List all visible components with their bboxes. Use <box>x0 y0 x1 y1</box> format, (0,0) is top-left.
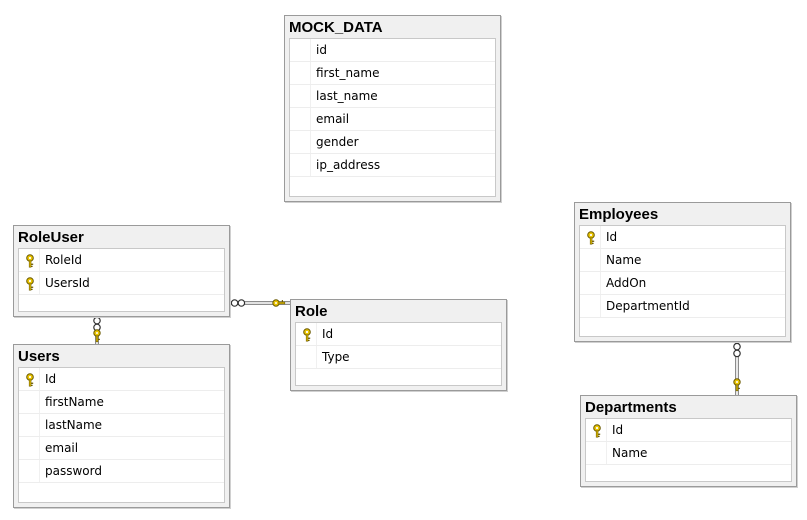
many-end-infinity-icon <box>93 316 101 332</box>
column-name: Id <box>322 327 334 341</box>
column-name: RoleId <box>45 253 83 267</box>
column-row[interactable]: gender <box>290 131 495 154</box>
row-selector <box>19 460 40 482</box>
many-end-infinity-icon <box>733 342 741 358</box>
column-list: id first_name last_name email gender ip_… <box>289 38 496 197</box>
table-roleuser[interactable]: RoleUser RoleId UsersId <box>13 225 230 317</box>
column-list: Id Name <box>585 418 792 482</box>
column-name: gender <box>316 135 359 149</box>
row-selector <box>580 249 601 271</box>
column-row[interactable]: first_name <box>290 62 495 85</box>
column-row[interactable]: Id <box>580 226 785 249</box>
table-departments[interactable]: Departments Id Name <box>580 395 797 487</box>
row-selector <box>580 272 601 294</box>
row-selector <box>19 272 40 294</box>
row-selector <box>19 391 40 413</box>
column-name: Id <box>606 230 618 244</box>
row-selector <box>296 346 317 368</box>
column-name: first_name <box>316 66 380 80</box>
column-name: lastName <box>45 418 103 432</box>
primary-key-icon <box>302 327 314 342</box>
primary-key-icon <box>25 253 37 268</box>
column-row[interactable]: id <box>290 39 495 62</box>
column-name: ip_address <box>316 158 381 172</box>
column-row[interactable]: Name <box>586 442 791 465</box>
column-row[interactable]: Type <box>296 346 501 369</box>
column-list: Id Name AddOn DepartmentId <box>579 225 786 337</box>
row-selector <box>290 39 311 61</box>
primary-key-icon <box>592 423 604 438</box>
row-selector <box>19 368 40 390</box>
column-name: password <box>45 464 102 478</box>
column-name: Name <box>612 446 648 460</box>
column-name: Id <box>612 423 624 437</box>
one-end-key-icon <box>272 299 286 307</box>
column-name: AddOn <box>606 276 647 290</box>
one-end-key-icon <box>733 378 741 392</box>
table-title: Departments <box>585 399 677 416</box>
row-selector <box>586 419 607 441</box>
column-row[interactable]: Id <box>296 323 501 346</box>
column-list: Id firstName lastName email password <box>18 367 225 503</box>
table-title: RoleUser <box>18 229 84 246</box>
table-title: Employees <box>579 206 659 223</box>
row-selector <box>290 85 311 107</box>
column-row[interactable]: Id <box>586 419 791 442</box>
column-list: Id Type <box>295 322 502 386</box>
primary-key-icon <box>586 230 598 245</box>
table-users[interactable]: Users Id firstName lastName email passwo… <box>13 344 230 508</box>
row-selector <box>580 226 601 248</box>
column-name: firstName <box>45 395 104 409</box>
column-list: RoleId UsersId <box>18 248 225 312</box>
table-role[interactable]: Role Id Type <box>290 299 507 391</box>
primary-key-icon <box>25 276 37 291</box>
table-title: Role <box>295 303 328 320</box>
row-selector <box>19 249 40 271</box>
column-row[interactable]: email <box>19 437 224 460</box>
column-row[interactable]: password <box>19 460 224 483</box>
row-selector <box>290 108 311 130</box>
row-selector <box>290 131 311 153</box>
column-row[interactable]: last_name <box>290 85 495 108</box>
column-row[interactable]: ip_address <box>290 154 495 177</box>
column-row[interactable]: AddOn <box>580 272 785 295</box>
primary-key-icon <box>25 372 37 387</box>
table-mock-data[interactable]: MOCK_DATA id first_name last_name email … <box>284 15 501 202</box>
row-selector <box>580 295 601 317</box>
table-employees[interactable]: Employees Id Name AddOn DepartmentId <box>574 202 791 342</box>
column-row[interactable]: RoleId <box>19 249 224 272</box>
column-name: last_name <box>316 89 378 103</box>
row-selector <box>290 154 311 176</box>
row-selector <box>19 437 40 459</box>
row-selector <box>586 442 607 464</box>
column-row[interactable]: DepartmentId <box>580 295 785 318</box>
table-title: MOCK_DATA <box>289 19 383 36</box>
column-name: UsersId <box>45 276 90 290</box>
column-row[interactable]: lastName <box>19 414 224 437</box>
column-name: id <box>316 43 327 57</box>
row-selector <box>19 414 40 436</box>
column-name: DepartmentId <box>606 299 690 313</box>
column-row[interactable]: firstName <box>19 391 224 414</box>
column-name: Name <box>606 253 642 267</box>
column-name: email <box>316 112 350 126</box>
one-end-key-icon <box>93 329 101 343</box>
column-row[interactable]: email <box>290 108 495 131</box>
column-row[interactable]: Id <box>19 368 224 391</box>
row-selector <box>290 62 311 84</box>
row-selector <box>296 323 317 345</box>
column-name: Id <box>45 372 57 386</box>
column-name: email <box>45 441 79 455</box>
many-end-infinity-icon <box>230 299 246 307</box>
column-name: Type <box>322 350 350 364</box>
column-row[interactable]: UsersId <box>19 272 224 295</box>
table-title: Users <box>18 348 60 365</box>
column-row[interactable]: Name <box>580 249 785 272</box>
